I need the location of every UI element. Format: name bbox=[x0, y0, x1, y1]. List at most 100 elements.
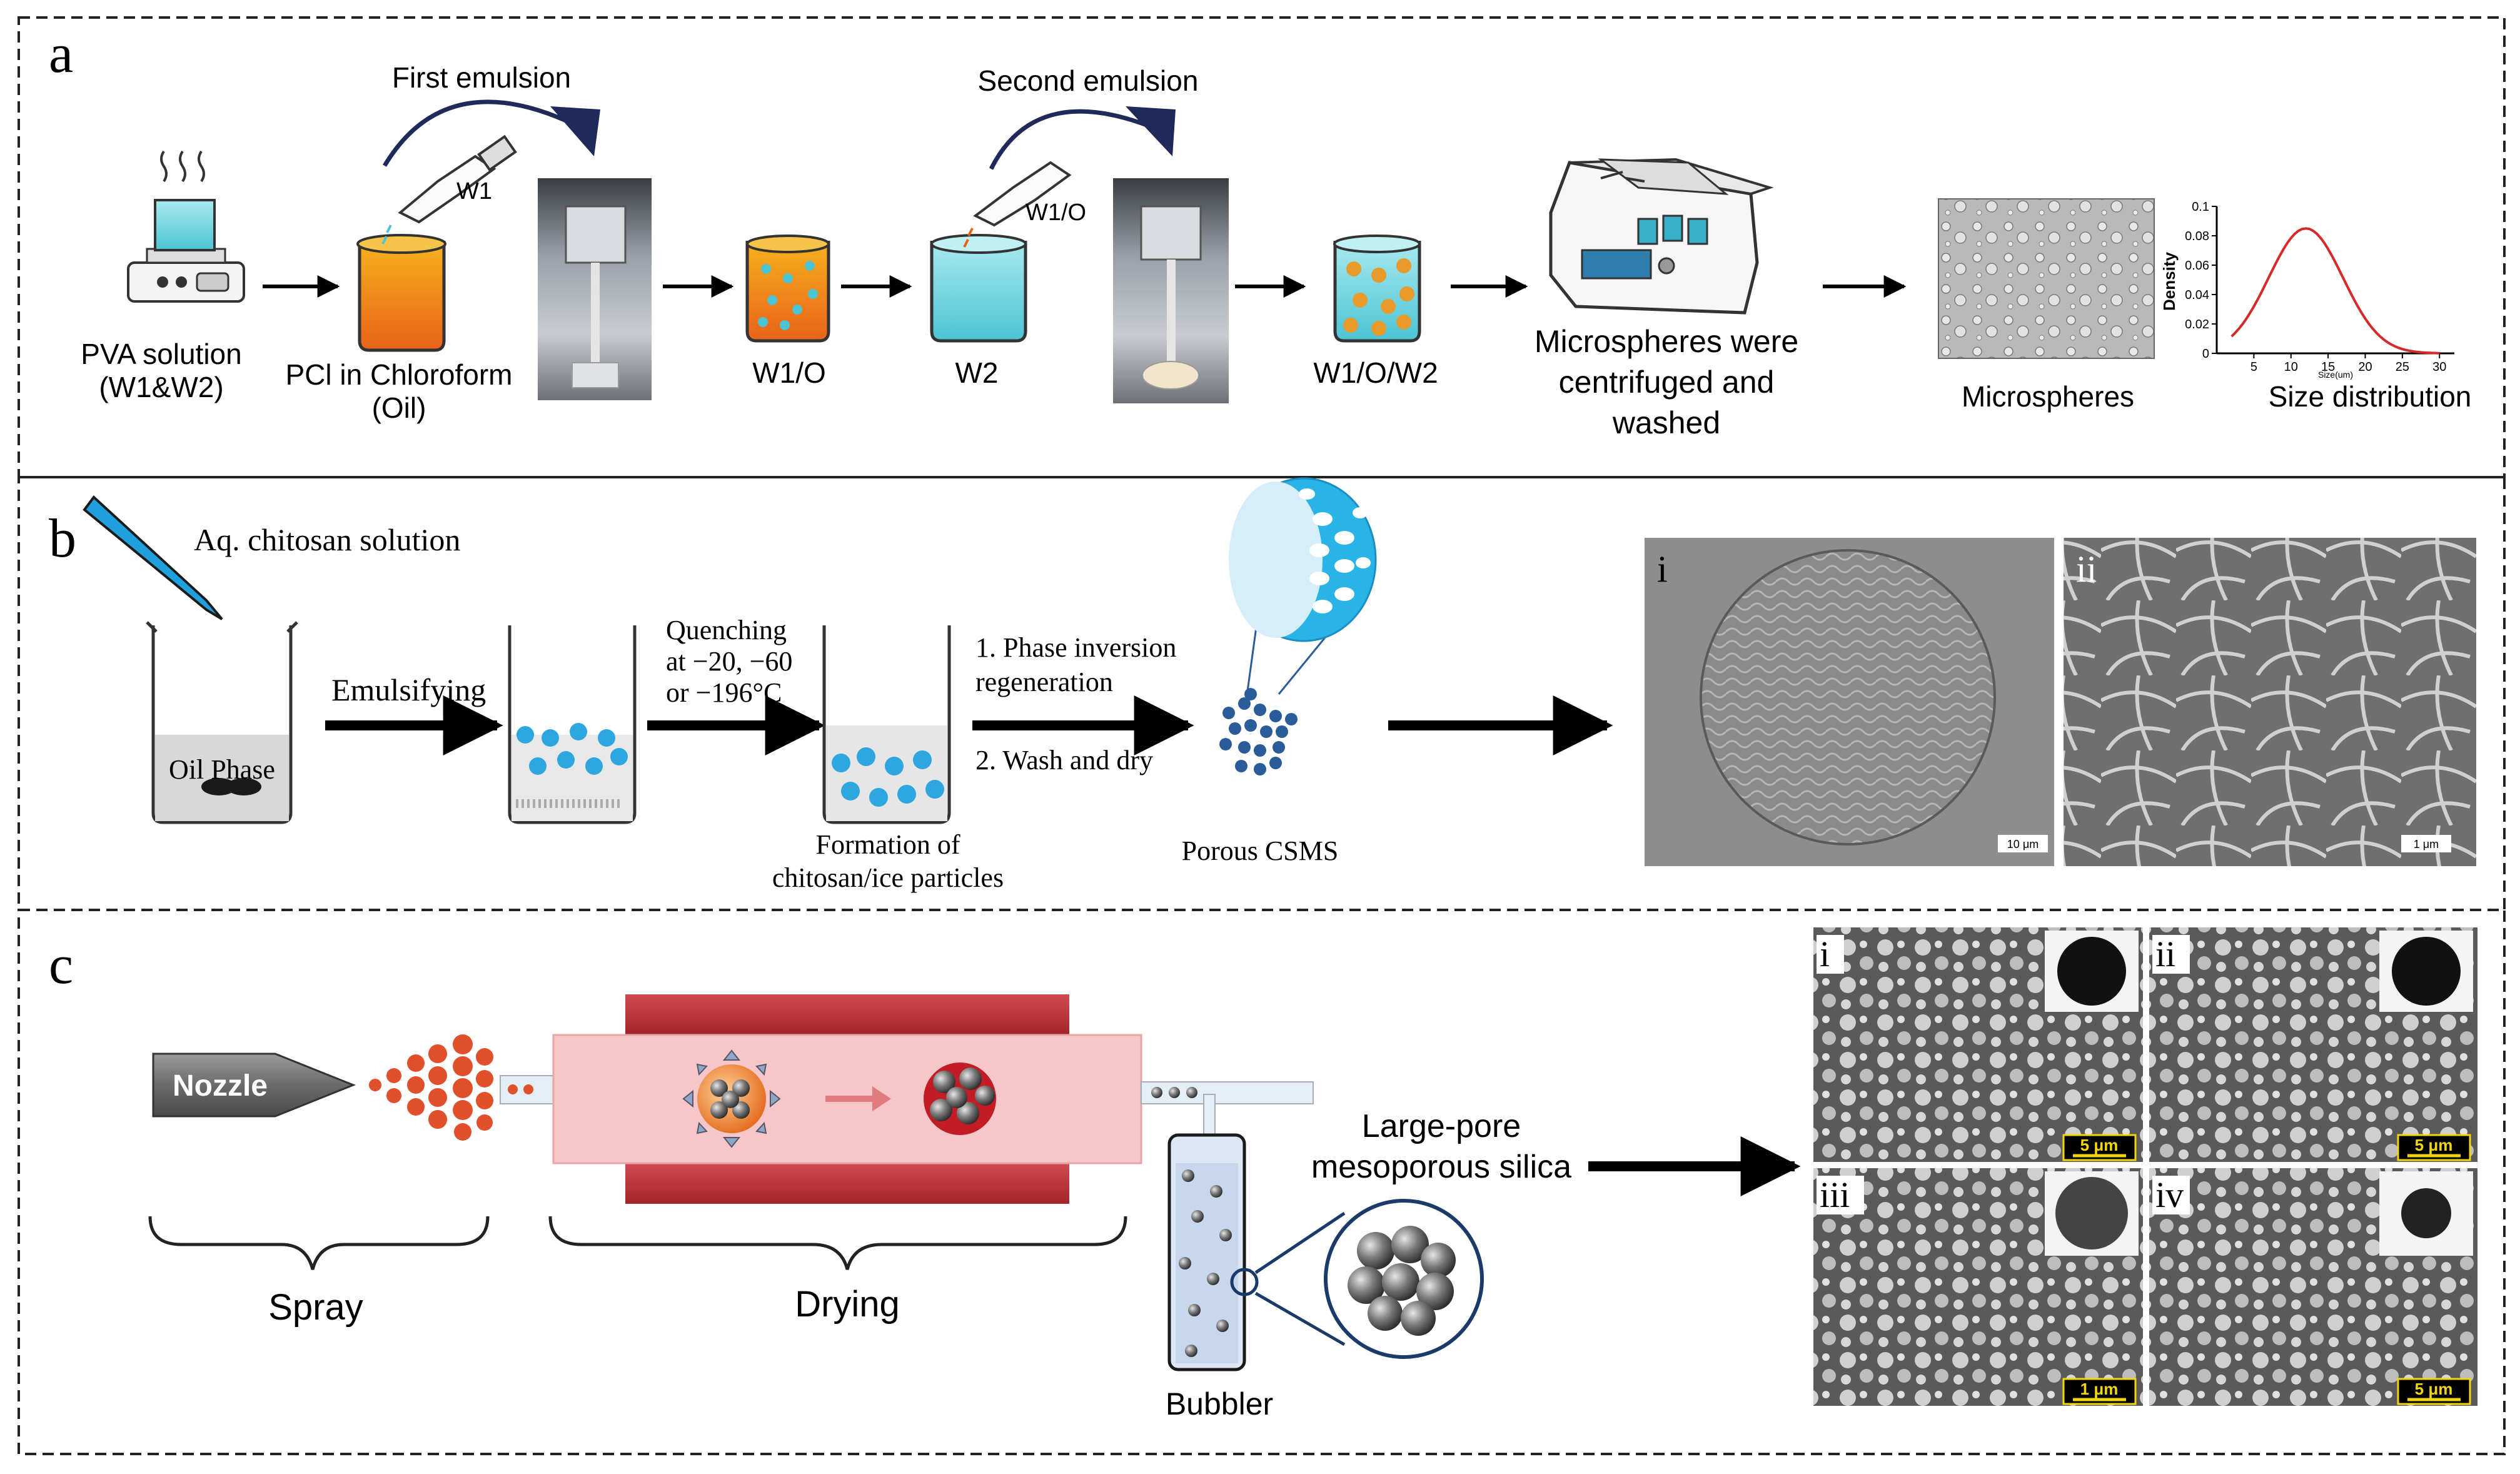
size-chart-xlabel: Size(um) bbox=[2318, 370, 2353, 380]
sem-c-label: iii bbox=[1820, 1174, 1850, 1215]
wash-dry-label: 2. Wash and dry bbox=[975, 745, 1153, 775]
oil-phase-beaker-icon bbox=[146, 621, 298, 824]
sem-c-scale-text: 5 μm bbox=[2080, 1136, 2119, 1154]
sem-c-label-bg bbox=[1817, 1176, 1864, 1214]
panel-b-border bbox=[18, 476, 2506, 911]
sem-c-scale-text: 5 μm bbox=[2415, 1380, 2453, 1398]
first-emulsion-label: First emulsion bbox=[392, 61, 571, 94]
size-chart-x-tick-label: 30 bbox=[2432, 360, 2446, 374]
w1o-label: W1/O bbox=[752, 356, 826, 389]
hotplate-icon bbox=[127, 150, 245, 303]
sem-image-b-i bbox=[1645, 538, 2054, 866]
sem-c-label: ii bbox=[2155, 934, 2175, 974]
pcl-beaker-icon bbox=[356, 234, 446, 352]
pipette-w1o-icon bbox=[963, 161, 1072, 248]
phase-inversion-label-1: 1. Phase inversion bbox=[975, 632, 1176, 663]
sem-b-i-label: i bbox=[1657, 548, 1668, 590]
sem-c-label: i bbox=[1820, 934, 1830, 974]
aq-chitosan-label: Aq. chitosan solution bbox=[194, 522, 460, 557]
size-chart-x-tick-label: 15 bbox=[2321, 360, 2335, 374]
centrifuge-label-2: centrifuged and bbox=[1559, 365, 1775, 400]
evaporating-droplet-icon bbox=[682, 1049, 781, 1148]
panel-b-letter: b bbox=[49, 508, 76, 569]
spray-droplets-icon bbox=[369, 1034, 493, 1141]
microspheres-image bbox=[1938, 198, 2155, 359]
first-emulsion-arc bbox=[382, 99, 595, 167]
size-chart-x-tick-label: 25 bbox=[2396, 360, 2409, 374]
nozzle-label: Nozzle bbox=[173, 1069, 268, 1103]
centrifuge-icon bbox=[1549, 158, 1774, 315]
second-emulsion-arc bbox=[989, 109, 1171, 170]
heater-bottom bbox=[625, 1163, 1069, 1204]
formation-label-1: Formation of bbox=[816, 829, 960, 860]
w1o-pipette-label: W1/O bbox=[1026, 199, 1086, 226]
pva-label-2: (W1&W2) bbox=[99, 371, 223, 403]
panel-a-border bbox=[18, 16, 2506, 478]
sem-image-c-iii bbox=[1813, 1168, 2143, 1406]
dried-particle-icon bbox=[924, 1063, 996, 1135]
size-chart-x-tick-label: 20 bbox=[2358, 360, 2372, 374]
w1-pipette-label: W1 bbox=[456, 178, 492, 204]
w1ow2-beaker-icon bbox=[1333, 235, 1421, 343]
panel-c-letter: c bbox=[49, 935, 73, 996]
second-emulsion-label: Second emulsion bbox=[978, 64, 1199, 97]
chitosan-ice-beaker-icon bbox=[822, 625, 951, 824]
drying-brace bbox=[548, 1216, 1127, 1270]
sem-c-scale-text: 1 μm bbox=[2080, 1380, 2119, 1398]
size-dist-label: Size distribution bbox=[2269, 380, 2472, 413]
sem-image-c-i bbox=[1813, 927, 2143, 1162]
pva-label-1: PVA solution bbox=[81, 338, 241, 370]
panel-c-border bbox=[18, 909, 2506, 1455]
size-distribution-curve bbox=[2230, 227, 2440, 355]
emulsion-beaker-icon bbox=[508, 625, 637, 824]
size-chart-y-tick-label: 0.1 bbox=[2192, 200, 2209, 214]
porous-csms-label: Porous CSMS bbox=[1182, 835, 1339, 866]
silica-cluster-icon bbox=[1324, 1199, 1484, 1359]
size-chart-x-tick-label: 5 bbox=[2250, 360, 2257, 374]
bubbler-icon bbox=[1167, 1133, 1259, 1371]
bubbler-label: Bubbler bbox=[1166, 1386, 1273, 1421]
sem-c-label-bg bbox=[1817, 935, 1844, 974]
phase-inversion-label-2: regeneration bbox=[975, 667, 1113, 697]
first-emulsion-arrowhead bbox=[550, 106, 600, 156]
quenching-label-2: at −20, −60 bbox=[666, 646, 792, 677]
tube-right bbox=[1141, 1081, 1314, 1104]
sem-c-scale-text: 5 μm bbox=[2415, 1136, 2453, 1154]
homogenizer-photo-1 bbox=[538, 178, 652, 400]
sem-b-ii-label: ii bbox=[2076, 548, 2097, 590]
size-chart-y-tick-label: 0.04 bbox=[2185, 288, 2209, 302]
second-emulsion-arrowhead bbox=[1126, 106, 1176, 156]
panel-a-letter: a bbox=[49, 24, 73, 84]
emulsifying-label: Emulsifying bbox=[331, 672, 486, 707]
pipette-w1-icon bbox=[381, 134, 517, 245]
large-pore-label-2: mesoporous silica bbox=[1311, 1149, 1571, 1185]
sem-c-label-bg bbox=[2152, 935, 2190, 974]
size-chart-x-tick-label: 10 bbox=[2284, 360, 2298, 374]
pcl-label-1: PCl in Chloroform bbox=[286, 358, 513, 391]
size-chart-y-tick-label: 0.06 bbox=[2185, 259, 2209, 273]
size-chart-ylabel: Density bbox=[2160, 252, 2179, 311]
sem-b-ii-scalebar bbox=[2401, 835, 2451, 852]
size-chart-y-tick-label: 0.08 bbox=[2185, 230, 2209, 243]
w1ow2-label: W1/O/W2 bbox=[1313, 356, 1438, 389]
pcl-label-2: (Oil) bbox=[372, 391, 426, 424]
quenching-label-1: Quenching bbox=[666, 615, 787, 645]
sem-b-i-scalebar bbox=[1998, 835, 2048, 852]
nozzle-icon bbox=[152, 1052, 356, 1118]
size-chart-y-tick-label: 0 bbox=[2202, 347, 2209, 361]
homogenizer-photo-2 bbox=[1113, 178, 1229, 403]
w2-beaker-icon bbox=[930, 234, 1027, 343]
w2-label: W2 bbox=[955, 356, 999, 389]
microspheres-label: Microspheres bbox=[1962, 380, 2134, 413]
size-chart-y-tick-label: 0.02 bbox=[2185, 318, 2209, 331]
sem-c-label: iv bbox=[2155, 1174, 2184, 1215]
drying-label: Drying bbox=[795, 1284, 900, 1325]
centrifuge-label-3: washed bbox=[1612, 405, 1720, 440]
porous-particle-zoom-icon bbox=[1229, 477, 1377, 642]
sem-b-ii-scale-text: 1 μm bbox=[2414, 838, 2439, 851]
sem-image-c-ii bbox=[2149, 927, 2477, 1162]
sem-image-c-iv bbox=[2149, 1168, 2477, 1406]
sem-c-label-bg bbox=[2152, 1176, 2190, 1214]
centrifuge-label-1: Microspheres were bbox=[1535, 324, 1798, 359]
sem-b-i-scale-text: 10 μm bbox=[2007, 838, 2039, 851]
